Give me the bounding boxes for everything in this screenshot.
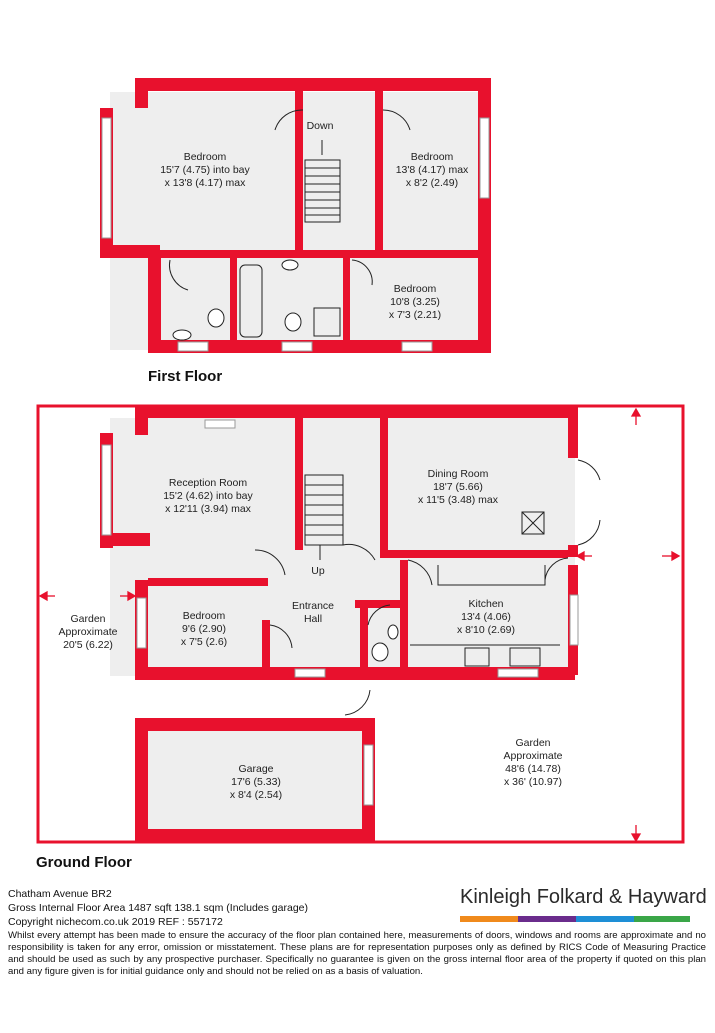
gf-entrance-name: Entrance: [292, 600, 334, 612]
ff-bedroom-2-dim: 13'8 (4.17) max: [396, 164, 469, 176]
gf-kitchen-dim: x 8'10 (2.69): [457, 624, 515, 636]
ground-floor-title: Ground Floor: [36, 854, 132, 871]
first-floor-title: First Floor: [148, 368, 223, 385]
gf-dining-dim: 18'7 (5.66): [433, 481, 483, 493]
gf-garage-dim: 17'6 (5.33): [231, 776, 281, 788]
property-address: Chatham Avenue BR2: [8, 888, 112, 900]
gf-entrance-dim: Hall: [304, 613, 322, 625]
gf-dining-name: Dining Room: [428, 468, 489, 480]
ff-bedroom-3-dim: x 7'3 (2.21): [389, 309, 441, 321]
gf-reception-name: Reception Room: [169, 477, 247, 489]
garden-left-dim: Approximate: [59, 626, 118, 638]
garden-right-dim: 48'6 (14.78): [505, 763, 561, 775]
ff-bedroom-3-dim: 10'8 (3.25): [390, 296, 440, 308]
ff-bedroom-1-dim: 15'7 (4.75) into bay: [160, 164, 250, 176]
garden-right-dim: Approximate: [504, 750, 563, 762]
floor-plan-diagram: Down Bedroom 15'7 (4.75) into bay x 13'8…: [36, 78, 685, 844]
copyright: Copyright nichecom.co.uk 2019 REF : 5571…: [8, 916, 223, 928]
gf-reception-dim: x 12'11 (3.94) max: [165, 503, 252, 515]
gf-bedroom-name: Bedroom: [183, 610, 226, 622]
ff-bedroom-2-dim: x 8'2 (2.49): [406, 177, 458, 189]
floor-area: Gross Internal Floor Area 1487 sqft 138.…: [8, 902, 308, 914]
gf-garage-name: Garage: [238, 763, 273, 775]
gf-bedroom-dim: 9'6 (2.90): [182, 623, 226, 635]
ff-bedroom-3-name: Bedroom: [394, 283, 437, 295]
ff-bedroom-1-name: Bedroom: [184, 151, 227, 163]
ground-floor-plan: Reception Room 15'2 (4.62) into bay x 12…: [36, 404, 685, 844]
ff-bedroom-2-name: Bedroom: [411, 151, 454, 163]
garden-right-dim: x 36' (10.97): [504, 776, 562, 788]
gf-kitchen-dim: 13'4 (4.06): [461, 611, 511, 623]
brand-bar-green: [634, 916, 690, 922]
disclaimer-text: Whilst every attempt has been made to en…: [8, 930, 706, 977]
brand-logo-text: Kinleigh Folkard & Hayward: [460, 886, 707, 908]
gf-bedroom-dim: x 7'5 (2.6): [181, 636, 227, 648]
garden-left-dim: 20'5 (6.22): [63, 639, 113, 651]
brand-bar-blue: [576, 916, 634, 922]
brand-bar-purple: [518, 916, 576, 922]
ground-floor-stairs-label: Up: [311, 565, 325, 577]
gf-reception-dim: 15'2 (4.62) into bay: [163, 490, 253, 502]
gf-dining-dim: x 11'5 (3.48) max: [418, 494, 499, 506]
first-floor-plan: Down Bedroom 15'7 (4.75) into bay x 13'8…: [100, 78, 491, 353]
garden-right-name: Garden: [515, 737, 550, 749]
ff-bedroom-1-dim: x 13'8 (4.17) max: [165, 177, 247, 189]
garden-left-name: Garden: [70, 613, 105, 625]
gf-kitchen-name: Kitchen: [468, 598, 503, 610]
brand-bar-orange: [460, 916, 518, 922]
first-floor-stairs-label: Down: [307, 120, 334, 132]
gf-garage-dim: x 8'4 (2.54): [230, 789, 282, 801]
